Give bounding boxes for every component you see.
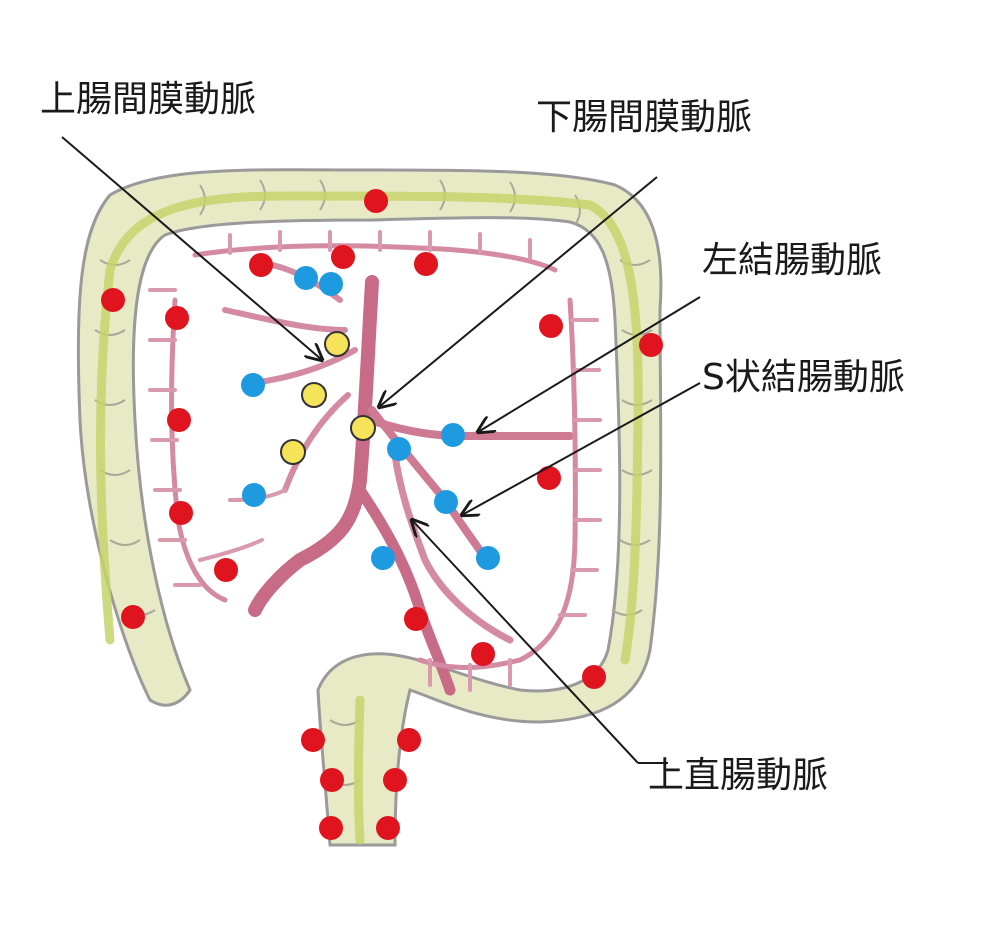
- red-marker: [397, 728, 421, 752]
- red-marker: [639, 333, 663, 357]
- red-marker: [249, 253, 273, 277]
- red-marker: [169, 501, 193, 525]
- arrow-sigmoid: [462, 382, 701, 515]
- blue-marker: [387, 437, 411, 461]
- yellow-marker: [301, 382, 327, 408]
- main-trunk: [248, 275, 379, 617]
- arrow-superior-rectal: [412, 520, 639, 764]
- red-marker: [537, 466, 561, 490]
- red-marker: [165, 306, 189, 330]
- red-marker: [331, 245, 355, 269]
- colon-outline: [76, 168, 663, 847]
- yellow-marker: [324, 331, 350, 357]
- taenia-coli: [96, 191, 643, 845]
- leader-arrows: [61, 136, 701, 764]
- yellow-markers: [280, 331, 376, 465]
- red-marker: [471, 642, 495, 666]
- red-marker: [383, 768, 407, 792]
- yellow-marker: [280, 439, 306, 465]
- left-colic-branch: [366, 416, 574, 440]
- red-marker: [414, 252, 438, 276]
- red-marker: [301, 728, 325, 752]
- blue-marker: [242, 483, 266, 507]
- blue-marker: [371, 546, 395, 570]
- red-marker: [404, 607, 428, 631]
- label-superior-mesenteric-artery: 上腸間膜動脈: [40, 79, 257, 120]
- arrow-superior-mesenteric: [61, 136, 322, 360]
- red-marker: [376, 816, 400, 840]
- blue-marker: [319, 272, 343, 296]
- blue-markers: [241, 266, 500, 570]
- blue-marker: [294, 266, 318, 290]
- red-marker: [214, 558, 238, 582]
- vasa-recta: [148, 230, 602, 692]
- sma-branches: [222, 261, 358, 493]
- blue-marker: [441, 423, 465, 447]
- blue-marker: [241, 373, 265, 397]
- colon: [76, 168, 663, 847]
- arrow-left-colic: [478, 296, 701, 432]
- red-marker: [167, 408, 191, 432]
- label-sigmoid-artery: S状結腸動脈: [702, 357, 905, 398]
- sigmoid-branch: [391, 451, 514, 644]
- red-marker: [320, 768, 344, 792]
- blue-marker: [434, 490, 458, 514]
- label-left-colic-artery: 左結腸動脈: [702, 240, 883, 281]
- label-superior-rectal-artery: 上直腸動脈: [648, 755, 829, 796]
- red-marker: [539, 314, 563, 338]
- red-marker: [364, 189, 388, 213]
- blue-marker: [476, 546, 500, 570]
- arrow-inferior-mesenteric: [379, 176, 658, 407]
- red-marker: [582, 665, 606, 689]
- yellow-marker: [350, 415, 376, 441]
- left-small-branches: [198, 488, 287, 562]
- red-marker: [121, 605, 145, 629]
- label-inferior-mesenteric-artery: 下腸間膜動脈: [536, 97, 753, 138]
- red-markers: [101, 189, 663, 840]
- arterial-tree: [148, 230, 602, 696]
- red-marker: [319, 816, 343, 840]
- red-marker: [101, 288, 125, 312]
